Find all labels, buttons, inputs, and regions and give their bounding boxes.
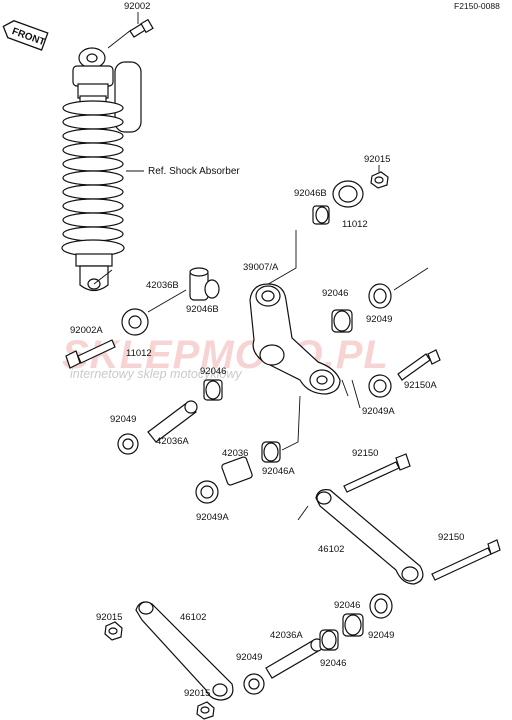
tie-rod-46102-upper (315, 489, 424, 585)
front-arrow: FRONT (2, 20, 49, 51)
label-92049-bottom: 92049 (236, 652, 262, 663)
label-92046-bottom-upper: 92046 (334, 600, 360, 611)
label-42036A-top: 42036A (156, 436, 189, 447)
label-92049-bottom-right: 92049 (368, 630, 394, 641)
shock-absorber (61, 18, 154, 292)
label-42036: 42036 (222, 448, 248, 459)
label-92046A: 92046A (262, 466, 295, 477)
label-92002A: 92002A (70, 325, 103, 336)
label-92046-right: 92046 (322, 288, 348, 299)
label-92046-center: 92046 (200, 366, 226, 377)
label-39007A: 39007/A (243, 262, 279, 273)
label-92049A-right: 92049A (362, 406, 395, 417)
collar-42036 (221, 456, 253, 486)
collar-42036A-top (147, 400, 198, 443)
nut-92015-top (370, 171, 389, 189)
nut-92015-bottom (196, 701, 215, 720)
washer-92049-right (368, 283, 392, 309)
ref-shock-absorber-label: Ref. Shock Absorber (148, 166, 240, 177)
spring (61, 100, 125, 257)
seal-11012-top (332, 180, 364, 208)
label-92150-lower: 92150 (438, 532, 464, 543)
label-92046B-mid: 92046B (186, 304, 219, 315)
label-46102-lower: 46102 (180, 612, 206, 623)
washer-92049A-left (195, 480, 219, 504)
label-92015-mid: 92015 (96, 612, 122, 623)
bolt-92002A (65, 339, 116, 369)
watermark-main: SKLEPMOTO.PL (62, 333, 389, 377)
bolt-92150A (397, 349, 441, 381)
label-42036B: 42036B (146, 280, 179, 291)
diagram-code: F2150-0088 (454, 1, 500, 11)
seal-11012-mid (121, 289, 187, 336)
watermark-sub: internetowy sklep motocyklowy (70, 367, 242, 381)
bearing-92046-bottom-upper (342, 613, 364, 637)
label-92150A: 92150A (404, 380, 437, 391)
label-92049A-left: 92049A (196, 512, 229, 523)
washer-92049-left (117, 433, 139, 455)
bearing-92046B-top (312, 205, 330, 225)
label-11012-mid: 11012 (126, 348, 152, 359)
label-92046-bottom: 92046 (320, 658, 346, 669)
collar-42036A-bottom (265, 638, 324, 679)
bolt-92150-lower (431, 539, 501, 581)
top-bolt-92002 (107, 18, 154, 49)
washer-92049A-right (368, 374, 392, 398)
nut-92015-mid (104, 621, 123, 641)
bearing-92046-right (331, 309, 353, 333)
bolt-92150-upper (343, 453, 411, 493)
bearing-92046-center (203, 379, 223, 401)
collar-42036B (189, 267, 209, 301)
label-92015-top: 92015 (364, 154, 390, 165)
label-46102-upper: 46102 (318, 544, 344, 555)
bearing-92046A (261, 441, 281, 463)
washer-92049-bottom (243, 673, 265, 695)
rocker-arm-39007A (249, 283, 341, 395)
label-92015-bottom: 92015 (184, 688, 210, 699)
washer-92049-bottom-right (369, 593, 393, 619)
label-92046B-top: 92046B (294, 188, 327, 199)
label-92049-left: 92049 (110, 414, 136, 425)
label-42036A-bottom: 42036A (270, 630, 303, 641)
bearing-92046B-mid (204, 279, 220, 299)
label-11012-top: 11012 (342, 219, 368, 230)
label-92150-upper: 92150 (352, 448, 378, 459)
bearing-92046-bottom (319, 629, 339, 651)
label-92049-right: 92049 (366, 314, 392, 325)
label-92002: 92002 (124, 1, 150, 12)
tie-rod-46102-lower (135, 601, 234, 701)
